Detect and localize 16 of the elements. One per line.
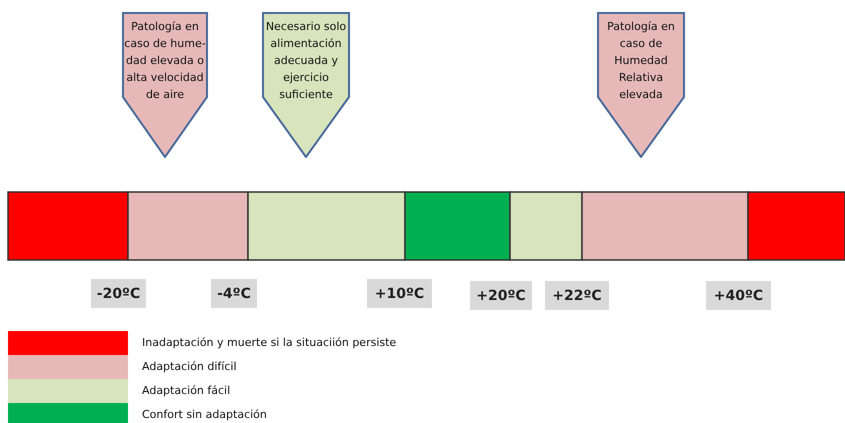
pentagon-callout <box>262 12 350 158</box>
legend-text: Inadaptación y muerte si la situaciión persiste <box>142 336 396 349</box>
temperature-label: +40ºC <box>706 281 771 310</box>
pentagon-callout <box>597 12 685 158</box>
temperature-label: +10ºC <box>367 279 432 308</box>
pentagon-callout <box>122 12 208 158</box>
callout-text: Necesario solo alimentación adecuada y ejercicio suficiente <box>264 19 348 103</box>
temperature-label: +22ºC <box>545 281 609 310</box>
temperature-label: -4ºC <box>211 279 257 308</box>
legend-text: Confort sin adaptación <box>142 408 267 421</box>
temperature-label: -20ºC <box>91 279 146 308</box>
legend-text: Adaptación difícil <box>142 360 237 373</box>
temperature-label: +20ºC <box>470 281 532 310</box>
callout-text: Patología en caso de Humedad Relativa elevada <box>606 19 676 103</box>
legend-text: Adaptación fácil <box>142 384 230 397</box>
callout-text: Patología en caso de hume- dad elevada o alta velocidad de aire <box>124 19 206 103</box>
